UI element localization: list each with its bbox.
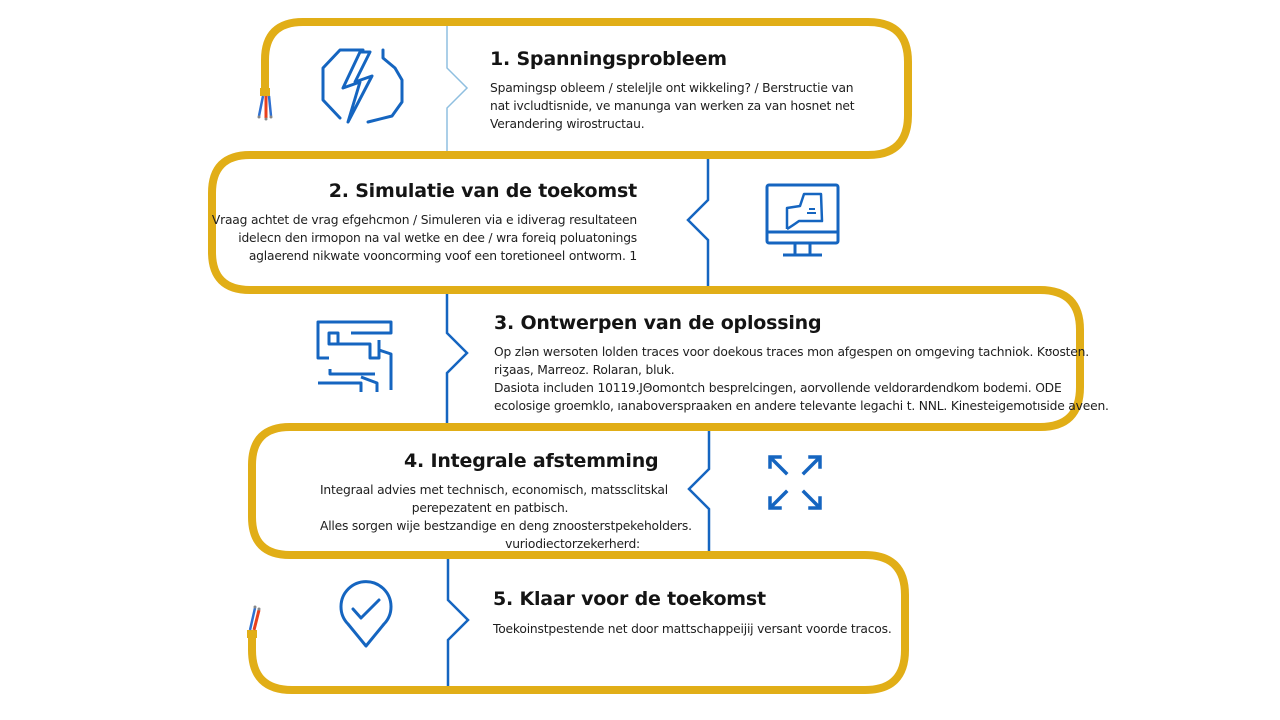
computer-monitor-icon [765,183,840,257]
location-check-icon [339,580,393,648]
route-layout-icon [316,320,393,392]
step-2-title: 2. Simulatie van de toekomst [328,180,637,202]
step-4-description: Integraal advies met technisch, economis… [320,481,692,553]
cable-path [208,18,1084,694]
step-3-line: riʒaas, Marreoz. Rolaran, bluk. [494,363,675,377]
step-4-line: vuriodiectorzekerherd: [505,537,640,551]
step-1-line: nat ivcludtisnide, ve manunga van werken… [490,99,855,113]
step-5-description: Toekoinstpestende net door mattschappeij… [493,620,892,638]
step-2-line: aglaerend nikwate vooncorming voof een t… [248,249,637,263]
divider-step-4 [687,431,711,551]
divider-step-2 [686,159,710,286]
step-5-title: 5. Klaar voor de toekomst [493,588,766,610]
step-3-title: 3. Ontwerpen van de oplossing [494,312,822,334]
step-3-description: Op zlən wersoten lolden traces voor doek… [494,343,1109,415]
step-1-title: 1. Spanningsprobleem [490,48,727,70]
step-4-line: Alles sorgen wije bestzandige en deng zn… [320,519,692,533]
divider-step-1 [446,26,469,151]
divider-step-5 [446,559,470,686]
expand-arrows-icon [768,455,822,510]
step-3-line: Op zlən wersoten lolden traces voor doek… [494,345,1089,359]
step-4-line: Integraal advies met technisch, economis… [320,483,668,497]
step-4-line: perepezatent en patbisch. [411,501,569,515]
divider-step-3 [445,294,469,423]
step-3-line: ecolosige groemklo, ıanaboverspraaken en… [494,399,1109,413]
step-2-description: Vraag achtet de vrag efgehcmon / Simuler… [212,211,637,265]
step-1-line: Spamingsp obleem / steleljle ont wikkeli… [490,81,854,95]
step-5-line: Toekoinstpestende net door mattschappeij… [493,622,892,636]
step-2-line: idelecn den irmopon na val wetke en dee … [238,231,637,245]
step-1-line: Verandering wirostructau. [490,117,645,131]
cable-end-bottom [247,605,261,638]
cable-end-top [257,88,273,121]
step-2-line: Vraag achtet de vrag efgehcmon / Simuler… [211,213,637,227]
step-1-description: Spamingsp obleem / steleljle ont wikkeli… [490,79,855,133]
step-4-title: 4. Integrale afstemming [404,450,659,472]
lightning-bolt-icon [321,48,404,124]
step-3-line: Dasiota includen 10119.JΘomontch besprel… [494,381,1062,395]
